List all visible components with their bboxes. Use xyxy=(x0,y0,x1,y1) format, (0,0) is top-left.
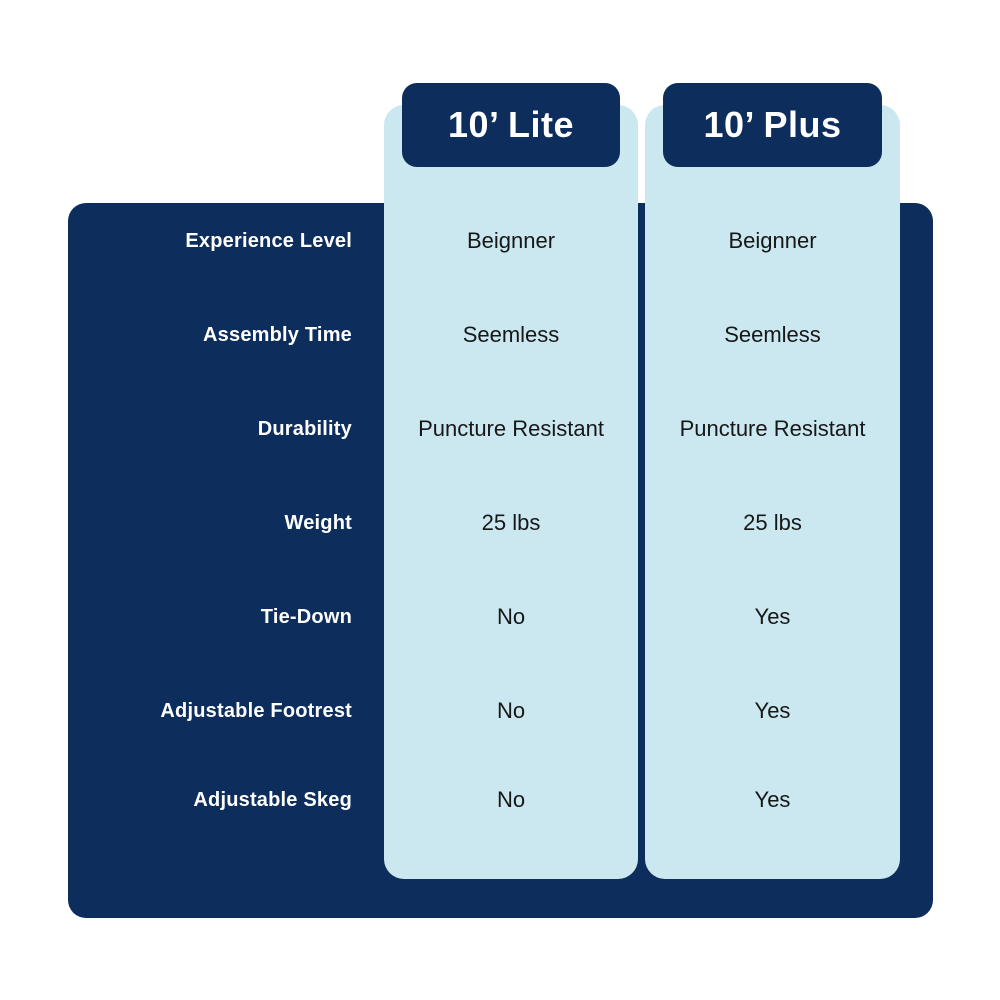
product-column-1 xyxy=(645,105,900,879)
product-header-label-0: 10’ Lite xyxy=(447,104,575,145)
value-cell-1-1: Seemless xyxy=(724,322,821,347)
value-cell-1-3: 25 lbs xyxy=(743,510,802,535)
value-cell-0-2: Puncture Resistant xyxy=(418,416,604,441)
feature-label-0: Experience Level xyxy=(185,230,352,252)
product-header-chip-0[interactable]: 10’ Lite xyxy=(402,83,620,167)
value-cell-0-1: Seemless xyxy=(462,322,560,347)
value-cell-0-0: Beignner xyxy=(466,228,556,253)
value-cell-0-6: No xyxy=(496,787,526,812)
feature-label-1: Assembly Time xyxy=(203,324,352,346)
feature-label-3: Weight xyxy=(284,512,352,534)
value-cell-0-5: No xyxy=(496,698,526,723)
product-header-chip-1[interactable]: 10’ Plus xyxy=(663,83,882,167)
feature-label-4: Tie-Down xyxy=(260,606,352,628)
product-column-0 xyxy=(384,105,638,879)
feature-label-2: Durability xyxy=(257,418,352,440)
value-cell-1-2: Puncture Resistant xyxy=(679,416,866,441)
value-cell-1-0: Beignner xyxy=(728,228,817,253)
value-cell-1-4: Yes xyxy=(754,604,791,629)
product-header-label-1: 10’ Plus xyxy=(703,104,842,145)
value-cell-1-6: Yes xyxy=(754,787,791,812)
value-cell-0-3: 25 lbs xyxy=(481,510,541,535)
value-cell-1-5: Yes xyxy=(754,698,791,723)
feature-label-6: Adjustable Skeg xyxy=(193,789,352,811)
feature-label-5: Adjustable Footrest xyxy=(160,700,352,722)
value-cell-0-4: No xyxy=(496,604,526,629)
